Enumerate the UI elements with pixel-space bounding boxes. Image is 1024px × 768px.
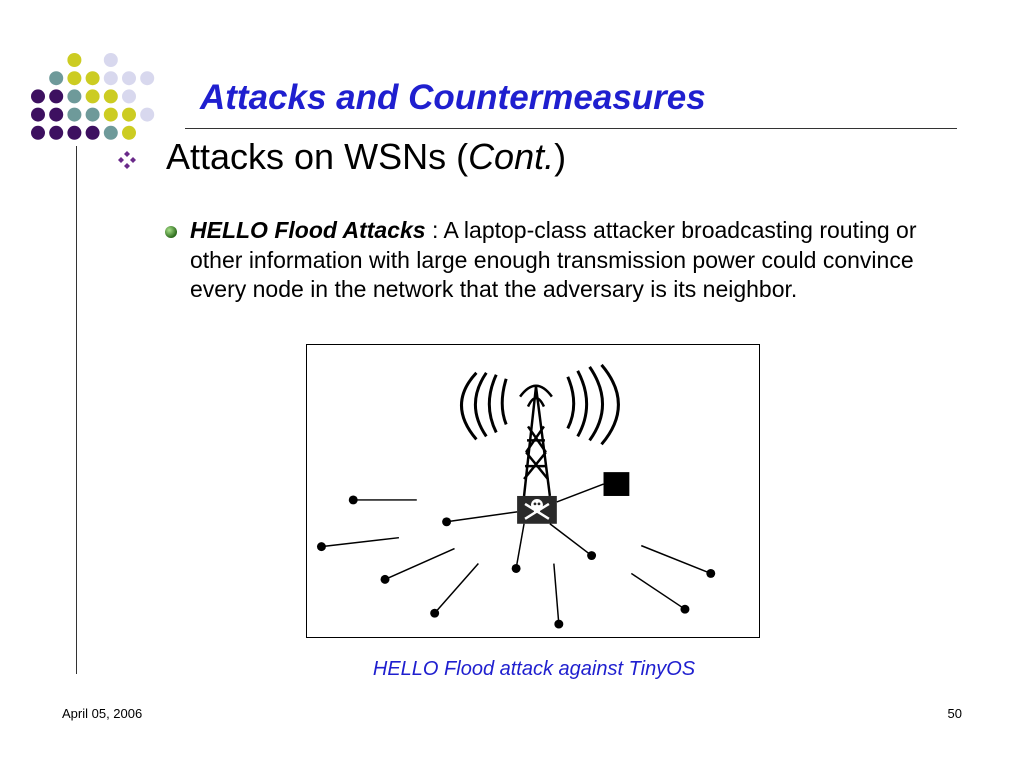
decorative-dot — [103, 89, 118, 104]
decorative-dot — [140, 107, 155, 122]
decorative-dot — [31, 89, 45, 104]
decorative-dot — [49, 107, 64, 122]
decorative-dot — [103, 53, 118, 67]
sensor-node — [316, 542, 326, 552]
figure-caption: HELLO Flood attack against TinyOS — [372, 658, 696, 680]
green-sphere-bullet-icon — [165, 226, 177, 238]
attacker-link — [556, 483, 604, 503]
vertical-divider — [76, 146, 77, 674]
decorative-dot — [103, 107, 118, 122]
diagram-canvas — [316, 363, 716, 629]
sensor-node — [511, 564, 521, 573]
decorative-dot — [85, 125, 100, 140]
bullet-text: HELLO Flood Attacks : A laptop-class att… — [190, 216, 942, 305]
decorative-dot — [49, 125, 64, 140]
bullet-body: : A laptop-class attacker broadcasting r… — [190, 217, 917, 302]
title-underline — [185, 128, 957, 129]
subtitle-row: Attacks on WSNs (Cont.) — [118, 136, 566, 178]
diamond-bullet-icon — [118, 151, 136, 169]
decorative-dot — [85, 89, 100, 104]
sensor-node — [587, 551, 597, 561]
subtitle-suffix: ) — [554, 136, 567, 177]
decorative-dot — [103, 125, 118, 140]
decorative-dot — [67, 107, 82, 122]
attacker-laptop-square — [603, 472, 630, 496]
sensor-node — [348, 495, 358, 505]
subtitle-italic: Cont. — [468, 136, 555, 177]
bullet-item: HELLO Flood Attacks : A laptop-class att… — [162, 216, 942, 305]
sensor-node — [706, 568, 716, 578]
sensor-node — [554, 619, 564, 629]
page-number: 50 — [947, 706, 962, 721]
decorative-dot — [122, 89, 136, 104]
sensor-nodes — [316, 495, 716, 629]
decorative-dot — [122, 71, 136, 86]
decorative-dot — [49, 89, 64, 104]
skull-crossbones-icon — [517, 495, 557, 524]
sensor-links — [321, 499, 712, 625]
subtitle-prefix: Attacks on WSNs ( — [166, 136, 469, 177]
decorative-dot — [67, 71, 82, 86]
slide-subtitle: Attacks on WSNs (Cont.) — [166, 136, 566, 178]
footer-date: April 05, 2006 — [62, 706, 143, 721]
decorative-dot — [67, 125, 82, 140]
sensor-node — [380, 574, 390, 584]
hello-flood-diagram — [306, 344, 760, 638]
radio-tower-icon — [519, 384, 553, 497]
decorative-dot — [49, 71, 64, 86]
decorative-dot — [85, 71, 100, 86]
slide-title: Attacks and Countermeasures — [200, 78, 706, 117]
sensor-node — [430, 608, 440, 618]
sensor-node — [442, 517, 452, 527]
decorative-dot — [67, 53, 82, 67]
decorative-dot — [31, 125, 45, 140]
decorative-dot — [122, 107, 136, 122]
radio-waves-icon — [460, 363, 620, 446]
sensor-node — [680, 604, 690, 614]
decorative-dot — [140, 71, 155, 86]
decorative-dot — [31, 107, 45, 122]
bullet-term: HELLO Flood Attacks — [190, 217, 426, 243]
decorative-dot — [85, 107, 100, 122]
decorative-dot-grid — [31, 53, 155, 140]
decorative-dot — [122, 125, 136, 140]
decorative-dot — [103, 71, 118, 86]
decorative-dot — [67, 89, 82, 104]
